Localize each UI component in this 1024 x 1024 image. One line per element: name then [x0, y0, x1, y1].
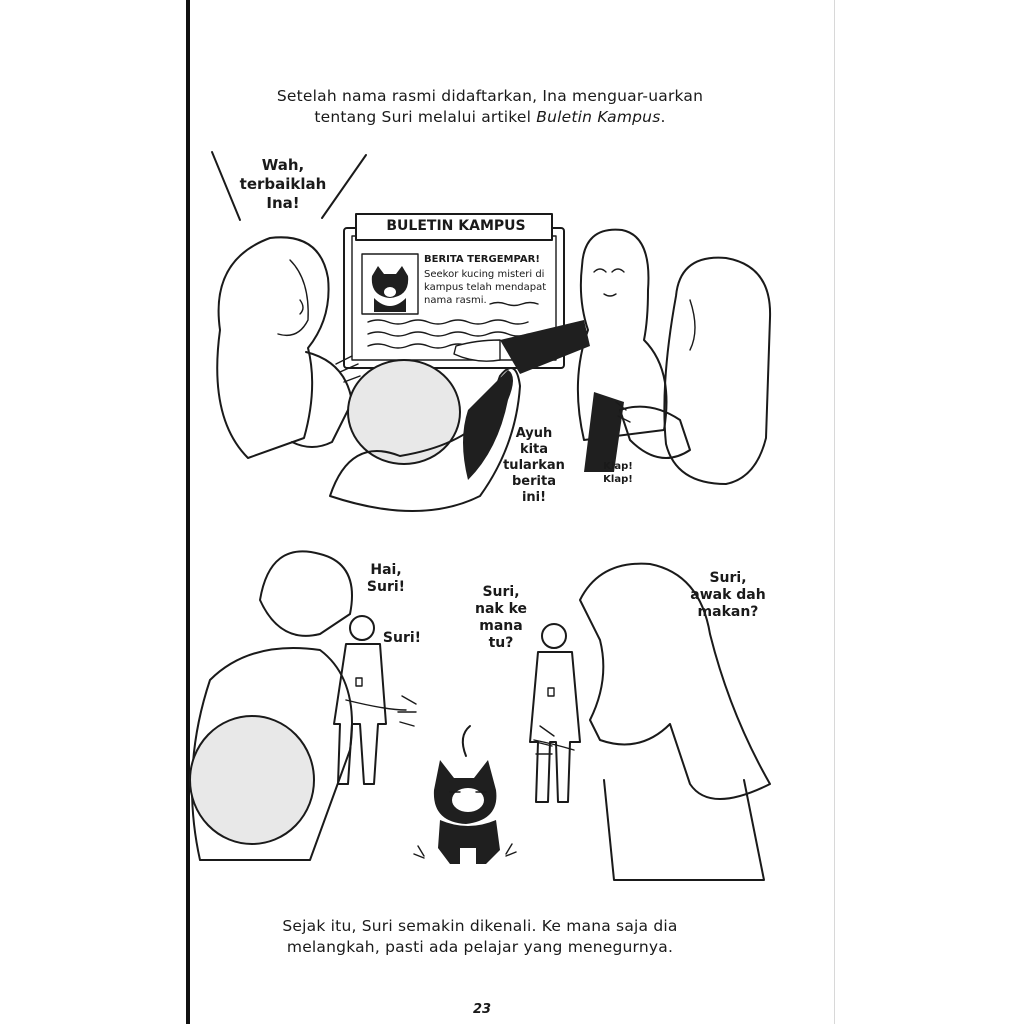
girl-back-figure — [329, 359, 521, 512]
bubble-text-line: berita — [512, 474, 556, 489]
sfx-line: Klap! — [603, 474, 633, 485]
narration-bottom-line2: melangkah, pasti ada pelajar yang menegu… — [286, 938, 674, 956]
speech-bubble-wah: Wah, terbaiklah Ina! — [238, 156, 328, 213]
bulletin-title: BULETIN KAMPUS — [386, 218, 526, 234]
bubble-text-line: Ayuh — [515, 426, 553, 441]
narration-top-line2-prefix: tentang Suri melalui artikel — [314, 108, 537, 126]
exclamation-lines — [211, 151, 367, 221]
narration-top-line2-italic: Buletin Kampus — [536, 108, 661, 126]
book-spine — [186, 0, 190, 1024]
clap-sound-effect: Klap! Klap! — [598, 460, 638, 486]
bubble-text-line: Suri, — [709, 570, 747, 586]
bubble-text-line: Suri, — [482, 584, 520, 600]
suri-cat-figure — [413, 725, 517, 864]
speech-bubble-hai: Hai, Suri! — [356, 562, 416, 596]
bubble-text-line: Ina! — [266, 194, 300, 212]
bubble-text-line: makan? — [697, 604, 759, 620]
girl-hat-figure — [189, 550, 417, 861]
bubble-text-line: kita — [519, 442, 549, 457]
sfx-line: Klap! — [603, 461, 633, 472]
bubble-text-line: awak dah — [690, 587, 766, 603]
narration-top-line2-suffix: . — [660, 108, 666, 126]
bubble-text-line: ini! — [521, 490, 547, 505]
narration-bottom-line1: Sejak itu, Suri semakin dikenali. Ke man… — [282, 917, 678, 935]
narration-bottom: Sejak itu, Suri semakin dikenali. Ke man… — [250, 916, 710, 958]
bubble-text-line: terbaiklah — [239, 175, 327, 193]
ina-figure — [453, 228, 668, 472]
narration-top: Setelah nama rasmi didaftarkan, Ina meng… — [230, 86, 750, 128]
girl-right-waving-figure — [533, 562, 771, 881]
bubble-text-line: Wah, — [261, 156, 305, 174]
girl-left-figure — [216, 236, 361, 459]
speech-bubble-ayuh: Ayuh kita tularkan berita ini! — [496, 426, 572, 506]
page-edge — [834, 0, 835, 1024]
speech-bubble-suri: Suri! — [382, 630, 422, 646]
narration-top-line1: Setelah nama rasmi didaftarkan, Ina meng… — [276, 87, 704, 105]
boy-left-figure — [333, 615, 387, 785]
bulletin-body: Seekor kucing misteri di kampus telah me… — [424, 269, 547, 306]
bubble-text-line: Suri! — [366, 579, 406, 595]
speech-bubble-nak: Suri, nak ke mana tu? — [468, 584, 534, 652]
bubble-text-line: Hai, — [370, 562, 402, 578]
girl-right-figure — [615, 256, 772, 485]
page-number: 23 — [472, 1002, 492, 1017]
speech-bubble-makan: Suri, awak dah makan? — [680, 570, 776, 621]
narration-top-line2: tentang Suri melalui artikel Buletin Kam… — [230, 107, 750, 128]
boy-right-figure — [529, 623, 581, 803]
bulletin-headline: BERITA TERGEMPAR! — [424, 254, 540, 265]
bubble-text-line: tularkan — [503, 458, 565, 473]
bubble-text-line: mana — [479, 618, 523, 634]
bubble-text-line: nak ke — [474, 601, 528, 617]
bubble-text-line: tu? — [488, 635, 514, 651]
